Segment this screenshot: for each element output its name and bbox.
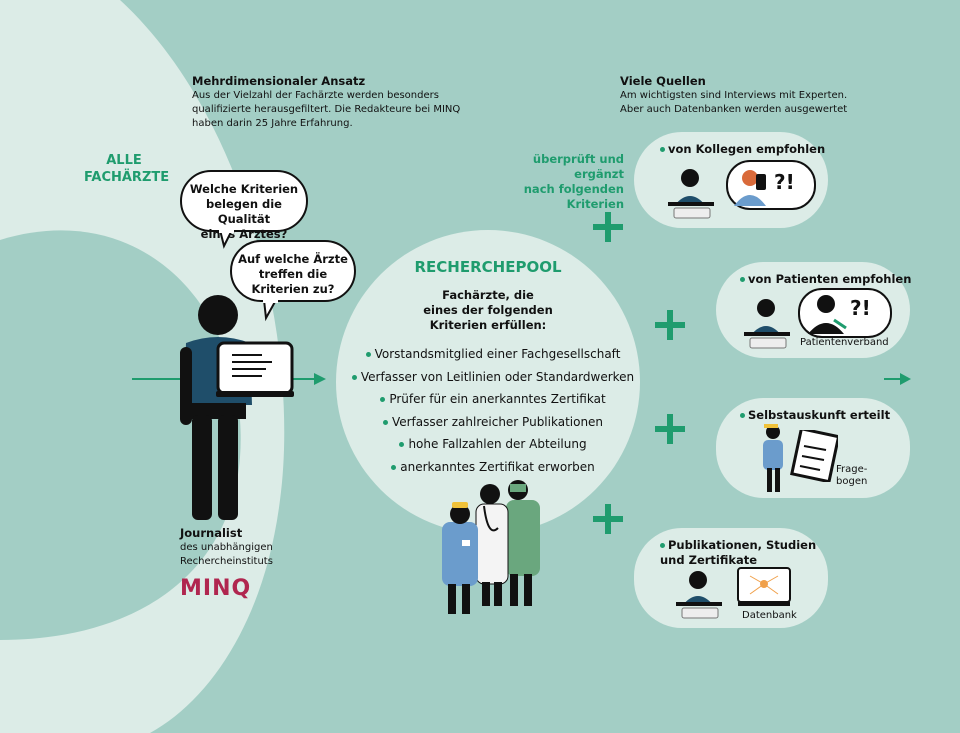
criterion-item: Verfasser zahlreicher Publikationen bbox=[343, 411, 643, 434]
plus-icon bbox=[593, 504, 623, 534]
bullet-icon bbox=[740, 277, 745, 282]
source-colleagues-title: von Kollegen empfohlen bbox=[660, 142, 825, 157]
plus-icon bbox=[655, 310, 685, 340]
journalist-figure bbox=[180, 295, 294, 520]
speech-bubble-criteria: Welche Kriterien belegen die Qualität ei… bbox=[180, 170, 308, 241]
approach-title: Mehrdimensionaler Ansatz bbox=[192, 74, 366, 88]
criteria-list: Vorstandsmitglied einer Fachgesellschaft… bbox=[343, 343, 643, 478]
bubble-tail bbox=[218, 230, 234, 249]
criterion-item: hohe Fallzahlen der Abteilung bbox=[343, 433, 643, 456]
bullet-icon bbox=[660, 543, 665, 548]
bullet-icon bbox=[399, 442, 405, 447]
respondent-icon bbox=[763, 424, 783, 492]
source-self-title: Selbstauskunft erteilt bbox=[740, 408, 890, 423]
pill-title-text: Publikationen, Studien bbox=[668, 538, 817, 552]
journalist-line: Rechercheinstituts bbox=[180, 556, 273, 567]
speech-bubble-doctors: Auf welche Ärzte treffen die Kriterien z… bbox=[230, 240, 356, 302]
minq-logo: MINQ bbox=[180, 576, 251, 601]
arrow-right bbox=[884, 373, 911, 385]
check-label: überprüft und ergänzt nach folgenden Kri… bbox=[484, 152, 624, 212]
bubble-line: Welche Kriterien bbox=[189, 182, 299, 196]
criterion-text: anerkanntes Zertifikat erworben bbox=[400, 459, 595, 474]
expert-icon bbox=[734, 170, 766, 206]
doctors-figure bbox=[442, 480, 540, 614]
pill-title-text: von Kollegen empfohlen bbox=[668, 142, 826, 156]
source-patients-title: von Patienten empfohlen bbox=[740, 272, 911, 287]
criterion-text: Verfasser von Leitlinien oder Standardwe… bbox=[360, 369, 635, 384]
heading-line: FACHÄRZTE bbox=[84, 170, 170, 185]
bubble-line: treffen die bbox=[258, 267, 328, 281]
bullet-icon bbox=[391, 464, 397, 470]
criterion-text: hohe Fallzahlen der Abteilung bbox=[408, 437, 587, 451]
approach-text: Aus der Vielzahl der Fachärzte werden be… bbox=[192, 90, 439, 101]
bullet-icon bbox=[380, 397, 386, 402]
journalist-title: Journalist bbox=[180, 526, 243, 540]
bullet-icon bbox=[382, 419, 388, 425]
approach-text: qualifizierte herausgefiltert. Die Redak… bbox=[192, 104, 461, 115]
self-caption-line: bogen bbox=[836, 476, 868, 487]
patient-icon bbox=[808, 295, 847, 334]
journalist-label: Journalist des unabhängigen Rechercheins… bbox=[180, 526, 310, 569]
self-caption-line: Frage- bbox=[836, 464, 868, 475]
bubble-line: belegen die Qualität bbox=[206, 197, 282, 226]
source-publications-title: Publikationen, Studien und Zertifikate bbox=[660, 538, 816, 568]
database-caption: Datenbank bbox=[742, 610, 797, 621]
bubble-line: Auf welche Ärzte bbox=[238, 252, 348, 266]
criterion-text: Vorstandsmitglied einer Fachgesellschaft bbox=[374, 347, 621, 361]
pill-title-text: und Zertifikate bbox=[660, 553, 758, 567]
pool-subtitle-line: Fachärzte, die bbox=[442, 288, 534, 302]
question-exclamation-mark: ?! bbox=[774, 170, 795, 194]
minq-logo-text: MINQ bbox=[180, 576, 252, 601]
heading-line: ALLE bbox=[106, 153, 142, 168]
check-line: überprüft und ergänzt bbox=[532, 152, 624, 181]
sources-text: Aber auch Datenbanken werden ausgewertet bbox=[620, 104, 848, 115]
bubble-line: Kriterien zu? bbox=[251, 282, 335, 296]
check-line: nach folgenden bbox=[523, 182, 624, 196]
pool-subtitle-line: Kriterien erfüllen: bbox=[429, 318, 547, 332]
pool-subtitle-line: eines der folgenden bbox=[423, 303, 553, 317]
sources-title: Viele Quellen bbox=[620, 74, 706, 88]
database-icon bbox=[737, 567, 791, 606]
bullet-icon bbox=[740, 413, 745, 418]
patient-caption: Patientenverband bbox=[800, 337, 889, 348]
bullet-icon bbox=[351, 374, 357, 380]
questionnaire-icon bbox=[790, 430, 838, 482]
criterion-text: Prüfer für ein anerkanntes Zertifikat bbox=[389, 392, 606, 406]
question-exclamation-mark: ?! bbox=[850, 296, 871, 320]
pill-title-text: Selbstauskunft erteilt bbox=[748, 408, 891, 422]
pool-title: RECHERCHEPOOL bbox=[414, 258, 562, 276]
criterion-item: Vorstandsmitglied einer Fachgesellschaft bbox=[343, 343, 643, 366]
researcher-icon bbox=[676, 571, 722, 619]
bullet-icon bbox=[660, 147, 665, 152]
criterion-item: anerkanntes Zertifikat erworben bbox=[343, 456, 643, 479]
interview-icon bbox=[668, 169, 714, 219]
criterion-item: Prüfer für ein anerkanntes Zertifikat bbox=[343, 388, 643, 411]
bullet-icon bbox=[365, 352, 371, 357]
approach-text: haben darin 25 Jahre Erfahrung. bbox=[192, 118, 353, 129]
pill-title-text: von Patienten empfohlen bbox=[748, 272, 912, 286]
plus-icon bbox=[655, 414, 685, 444]
source-publications bbox=[634, 528, 828, 628]
interview-icon bbox=[744, 299, 790, 349]
criterion-item: Verfasser von Leitlinien oder Standardwe… bbox=[343, 366, 643, 389]
pool-subtitle: Fachärzte, die eines der folgenden Krite… bbox=[388, 288, 588, 333]
journalist-line: des unabhängigen bbox=[180, 542, 273, 553]
all-doctors-heading: ALLE FACHÄRZTE bbox=[84, 152, 170, 186]
bubble-tail bbox=[262, 300, 278, 322]
plus-icon bbox=[593, 212, 623, 242]
check-line: Kriterien bbox=[566, 197, 624, 211]
sources-block: Viele Quellen Am wichtigsten sind Interv… bbox=[620, 74, 920, 117]
criterion-text: Verfasser zahlreicher Publikationen bbox=[391, 414, 604, 429]
approach-block: Mehrdimensionaler Ansatz Aus der Vielzah… bbox=[192, 74, 492, 131]
sources-text: Am wichtigsten sind Interviews mit Exper… bbox=[620, 90, 848, 101]
self-caption: Frage- bogen bbox=[836, 464, 867, 488]
